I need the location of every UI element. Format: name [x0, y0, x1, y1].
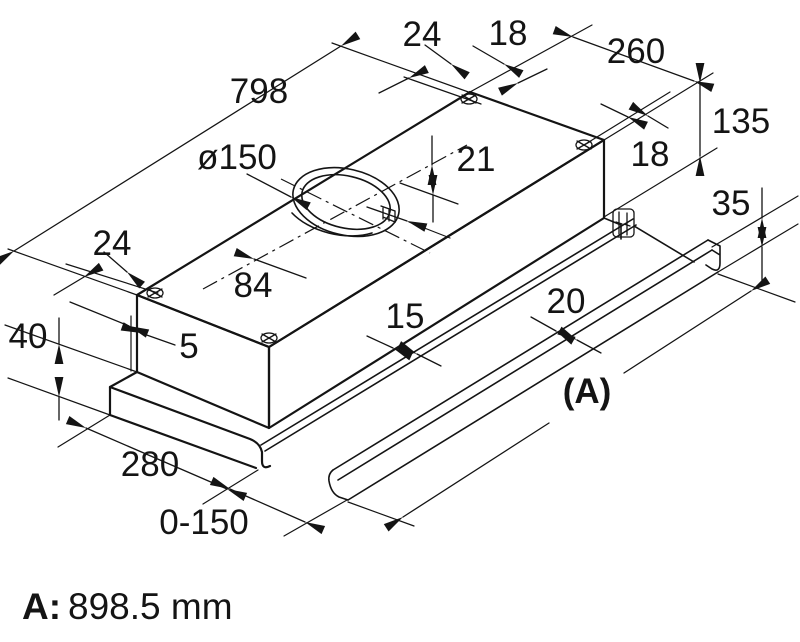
- screw-icon: [460, 93, 478, 105]
- dim-84: 84: [234, 266, 273, 305]
- dim-798: 798: [230, 72, 288, 111]
- legend-value: 898.5 mm: [68, 586, 233, 627]
- dim-280: 280: [121, 445, 179, 484]
- dim-20: 20: [547, 282, 586, 321]
- dim-ref-A: (A): [563, 372, 612, 411]
- dim-24-left: 24: [93, 224, 132, 263]
- dim-35: 35: [712, 184, 751, 223]
- duct-collar: [291, 166, 400, 238]
- dim-40: 40: [9, 317, 48, 356]
- dim-260: 260: [607, 32, 665, 71]
- mounting-bracket: [612, 208, 635, 238]
- legend: A: 898.5 mm: [22, 586, 233, 627]
- dim-duct-diameter: ø150: [197, 138, 277, 177]
- dim-5: 5: [179, 327, 198, 366]
- dimension-lines: [0, 26, 771, 535]
- dim-0-150: 0-150: [159, 503, 249, 542]
- dim-18-right: 18: [631, 135, 670, 174]
- dim-15: 15: [386, 297, 425, 336]
- dim-24-top: 24: [403, 15, 442, 54]
- legend-key: A:: [22, 586, 61, 627]
- dim-18-top: 18: [489, 14, 528, 53]
- screw-icons: [146, 93, 593, 344]
- dim-21: 21: [457, 140, 496, 179]
- handle-bar: [328, 239, 721, 501]
- pullout-visor-outline: [108, 218, 695, 470]
- screw-icon: [260, 332, 278, 344]
- screw-icon: [146, 287, 164, 299]
- dim-135: 135: [712, 102, 770, 141]
